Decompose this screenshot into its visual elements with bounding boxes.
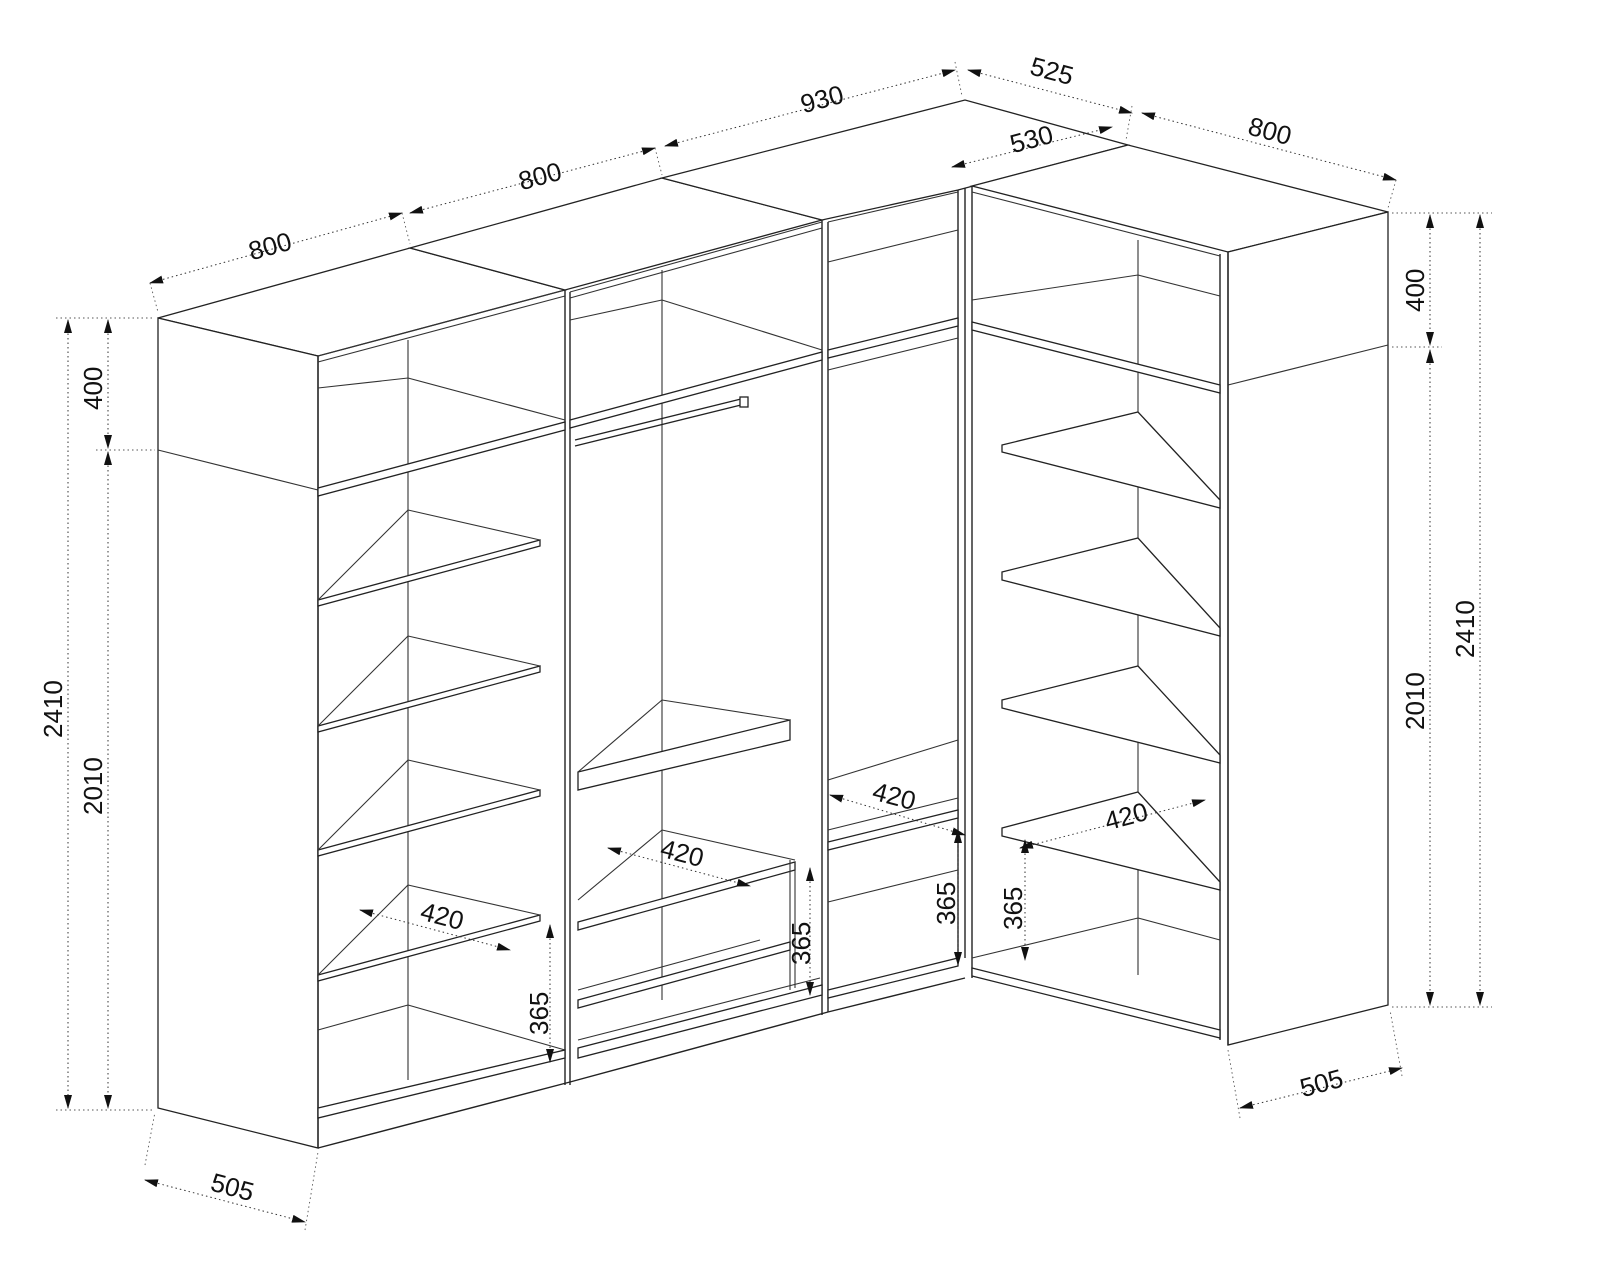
dim-right-body-height: 2010 [1400, 672, 1430, 730]
dim-left-body-height: 2010 [78, 757, 108, 815]
dim-corner-shelf-gap: 365 [931, 882, 961, 925]
dim-right-shelf-gap: 365 [998, 887, 1028, 930]
drawer-bottom [577, 941, 791, 1009]
dim-right-total-height: 2410 [1450, 600, 1480, 658]
second-shelf [577, 719, 791, 791]
dim-top-width-left: 800 [245, 226, 295, 266]
dim-top-width-second: 800 [515, 156, 565, 196]
corner-shelf [827, 809, 959, 851]
dimension-lines [56, 61, 1492, 1231]
right-shelf-3 [1001, 665, 1221, 764]
left-cabinet [157, 247, 571, 1149]
dim-corner-shelf-depth: 420 [869, 776, 919, 816]
dim-left-total-height: 2410 [38, 680, 68, 738]
left-cabinet-side [157, 317, 319, 1149]
hanging-rail [574, 397, 746, 441]
right-cabinet-side [1227, 211, 1389, 1046]
left-shelf-3 [317, 789, 541, 857]
left-shelf-2 [317, 665, 541, 733]
dim-shelf-gap-left: 365 [524, 992, 554, 1035]
dim-drawer-height: 365 [786, 922, 816, 965]
dim-top-width-right: 800 [1245, 111, 1295, 151]
dim-right-depth: 505 [1297, 1063, 1347, 1103]
right-shelf-2 [1001, 537, 1221, 637]
dim-shelf-depth-left: 420 [417, 896, 467, 936]
right-shelf-1 [1001, 411, 1221, 509]
dim-top-width-corner: 930 [797, 79, 847, 119]
right-cabinet [969, 144, 1389, 1046]
dim-left-top-height: 400 [78, 367, 108, 410]
left-shelf-1 [317, 539, 541, 607]
dim-top-return-outer: 525 [1027, 51, 1077, 91]
dim-left-depth: 505 [208, 1167, 258, 1207]
dim-right-top-height: 400 [1400, 269, 1430, 312]
